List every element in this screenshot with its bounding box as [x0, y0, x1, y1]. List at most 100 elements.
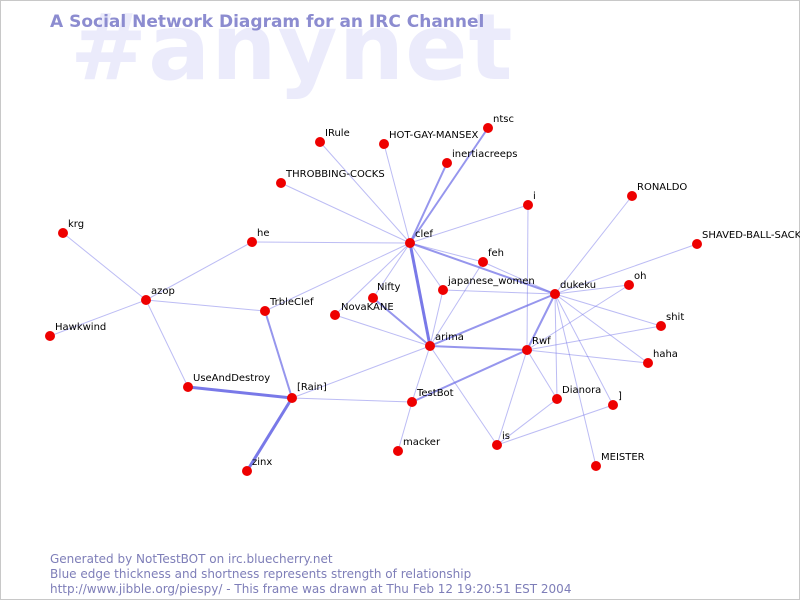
node-krg: krg	[58, 219, 84, 238]
edge-azop-he	[145, 241, 253, 301]
node-label: haha	[653, 349, 678, 360]
node-HOT-GAY-MANSEX: HOT-GAY-MANSEX	[379, 130, 479, 149]
edge-japanese_women-dukeku	[442, 289, 556, 295]
node-SHAVED-BALL-SACK: SHAVED-BALL-SACK	[692, 230, 800, 249]
edge-arima-TestBot	[411, 345, 431, 403]
node-label: azop	[151, 286, 175, 297]
node-label: HOT-GAY-MANSEX	[389, 130, 479, 141]
node-dot	[550, 289, 560, 299]
node-label: ntsc	[493, 114, 514, 125]
node-Hawkwind: Hawkwind	[45, 322, 106, 341]
node-label: Hawkwind	[55, 322, 106, 333]
edge-dukeku-haha	[554, 293, 649, 364]
node-dot	[242, 466, 252, 476]
edge-Rain-arima	[291, 345, 431, 399]
node-dot	[425, 341, 435, 351]
node-Rain: [Rain]	[287, 382, 327, 403]
node-dot	[522, 345, 532, 355]
node-label: i	[533, 191, 536, 202]
node-dot	[368, 293, 378, 303]
node-dot	[492, 440, 502, 450]
edge-i-clef	[409, 204, 529, 244]
node-shit: shit	[656, 312, 684, 331]
node-label: Rwf	[532, 336, 551, 347]
node-dot	[58, 228, 68, 238]
node-dot	[643, 358, 653, 368]
edge-arima-Rwf	[429, 345, 528, 351]
edge-HOT-GAY-MANSEX-clef	[383, 143, 411, 244]
edge-clef-Nifty	[372, 242, 411, 299]
node-bracket: ]	[608, 391, 622, 410]
edge-UseAndDestroy-Rain	[187, 385, 293, 400]
edge-arima-japanese_women	[429, 289, 444, 347]
node-dot	[656, 321, 666, 331]
footer-generated-by: Generated by NotTestBOT on irc.bluecherr…	[50, 552, 333, 566]
edge-dukeku-Dianora	[554, 293, 558, 400]
node-dot	[276, 178, 286, 188]
node-dot	[523, 200, 533, 210]
node-label: shit	[666, 312, 684, 323]
node-dot	[438, 285, 448, 295]
edge-clef-NovaKANE	[334, 242, 411, 316]
footer: Generated by NotTestBOT on irc.bluecherr…	[50, 552, 571, 597]
node-label: ]	[618, 391, 622, 402]
node-dot	[442, 158, 452, 168]
node-macker: macker	[393, 437, 441, 456]
edge-THROBBING-COCKS-clef	[280, 182, 411, 244]
footer-legend-note: Blue edge thickness and shortness repres…	[50, 567, 472, 581]
edge-clef-arima	[408, 242, 432, 347]
node-TrbleClef: TrbleClef	[260, 297, 314, 316]
node-dot	[45, 331, 55, 341]
edge-ntsc-clef	[409, 127, 489, 244]
edge-dukeku-shit	[554, 293, 662, 327]
edge-Hawkwind-azop	[49, 299, 147, 337]
node-dot	[405, 238, 415, 248]
node-clef: clef	[405, 229, 433, 248]
channel-watermark: #anynet	[70, 0, 514, 101]
edge-Dianora-is	[496, 398, 558, 446]
node-Nifty: Nifty	[368, 282, 401, 303]
node-dot	[608, 400, 618, 410]
node-label: clef	[415, 229, 433, 240]
edge-feh-clef	[409, 242, 484, 263]
edge-feh-dukeku	[482, 261, 556, 295]
node-label: RONALDO	[637, 182, 687, 193]
node-inertiacreeps: inertiacreeps	[442, 149, 517, 168]
edge-Nifty-arima	[372, 297, 431, 347]
edge-Rwf-shit	[526, 325, 662, 351]
edge-dukeku-SHAVED-BALL-SACK	[554, 243, 698, 295]
node-japanese_women: japanese_women	[438, 276, 535, 295]
node-dot	[260, 306, 270, 316]
node-dot	[141, 295, 151, 305]
edge-IRule-clef	[319, 141, 411, 244]
node-Rwf: Rwf	[522, 336, 551, 355]
node-label: arima	[435, 332, 464, 343]
node-label: Nifty	[377, 282, 401, 293]
edge-arima-feh	[429, 261, 484, 347]
edge-azop-TrbleClef	[145, 299, 266, 312]
node-label: zinx	[252, 457, 272, 468]
node-he: he	[247, 228, 270, 247]
node-UseAndDestroy: UseAndDestroy	[183, 373, 270, 392]
diagram-title: A Social Network Diagram for an IRC Chan…	[50, 12, 485, 32]
node-IRule: IRule	[315, 128, 350, 147]
node-is: is	[492, 431, 510, 450]
node-dot	[692, 239, 702, 249]
edge-dukeku-Rwf	[526, 293, 556, 351]
edge-TestBot-Rwf	[411, 349, 528, 403]
edge-krg-azop	[62, 232, 147, 301]
node-label: UseAndDestroy	[193, 373, 270, 384]
node-feh: feh	[478, 248, 504, 267]
node-dot	[183, 382, 193, 392]
edge-dukeku-RONALDO	[554, 195, 633, 295]
node-label: Dianora	[562, 385, 601, 396]
node-dot	[287, 393, 297, 403]
node-label: is	[502, 431, 510, 442]
node-label: MEISTER	[601, 452, 645, 463]
footer-url-timestamp: http://www.jibble.org/piespy/ - This fra…	[50, 582, 572, 596]
node-ntsc: ntsc	[483, 114, 514, 133]
edge-dukeku-MEISTER	[554, 293, 597, 467]
node-dot	[247, 237, 257, 247]
